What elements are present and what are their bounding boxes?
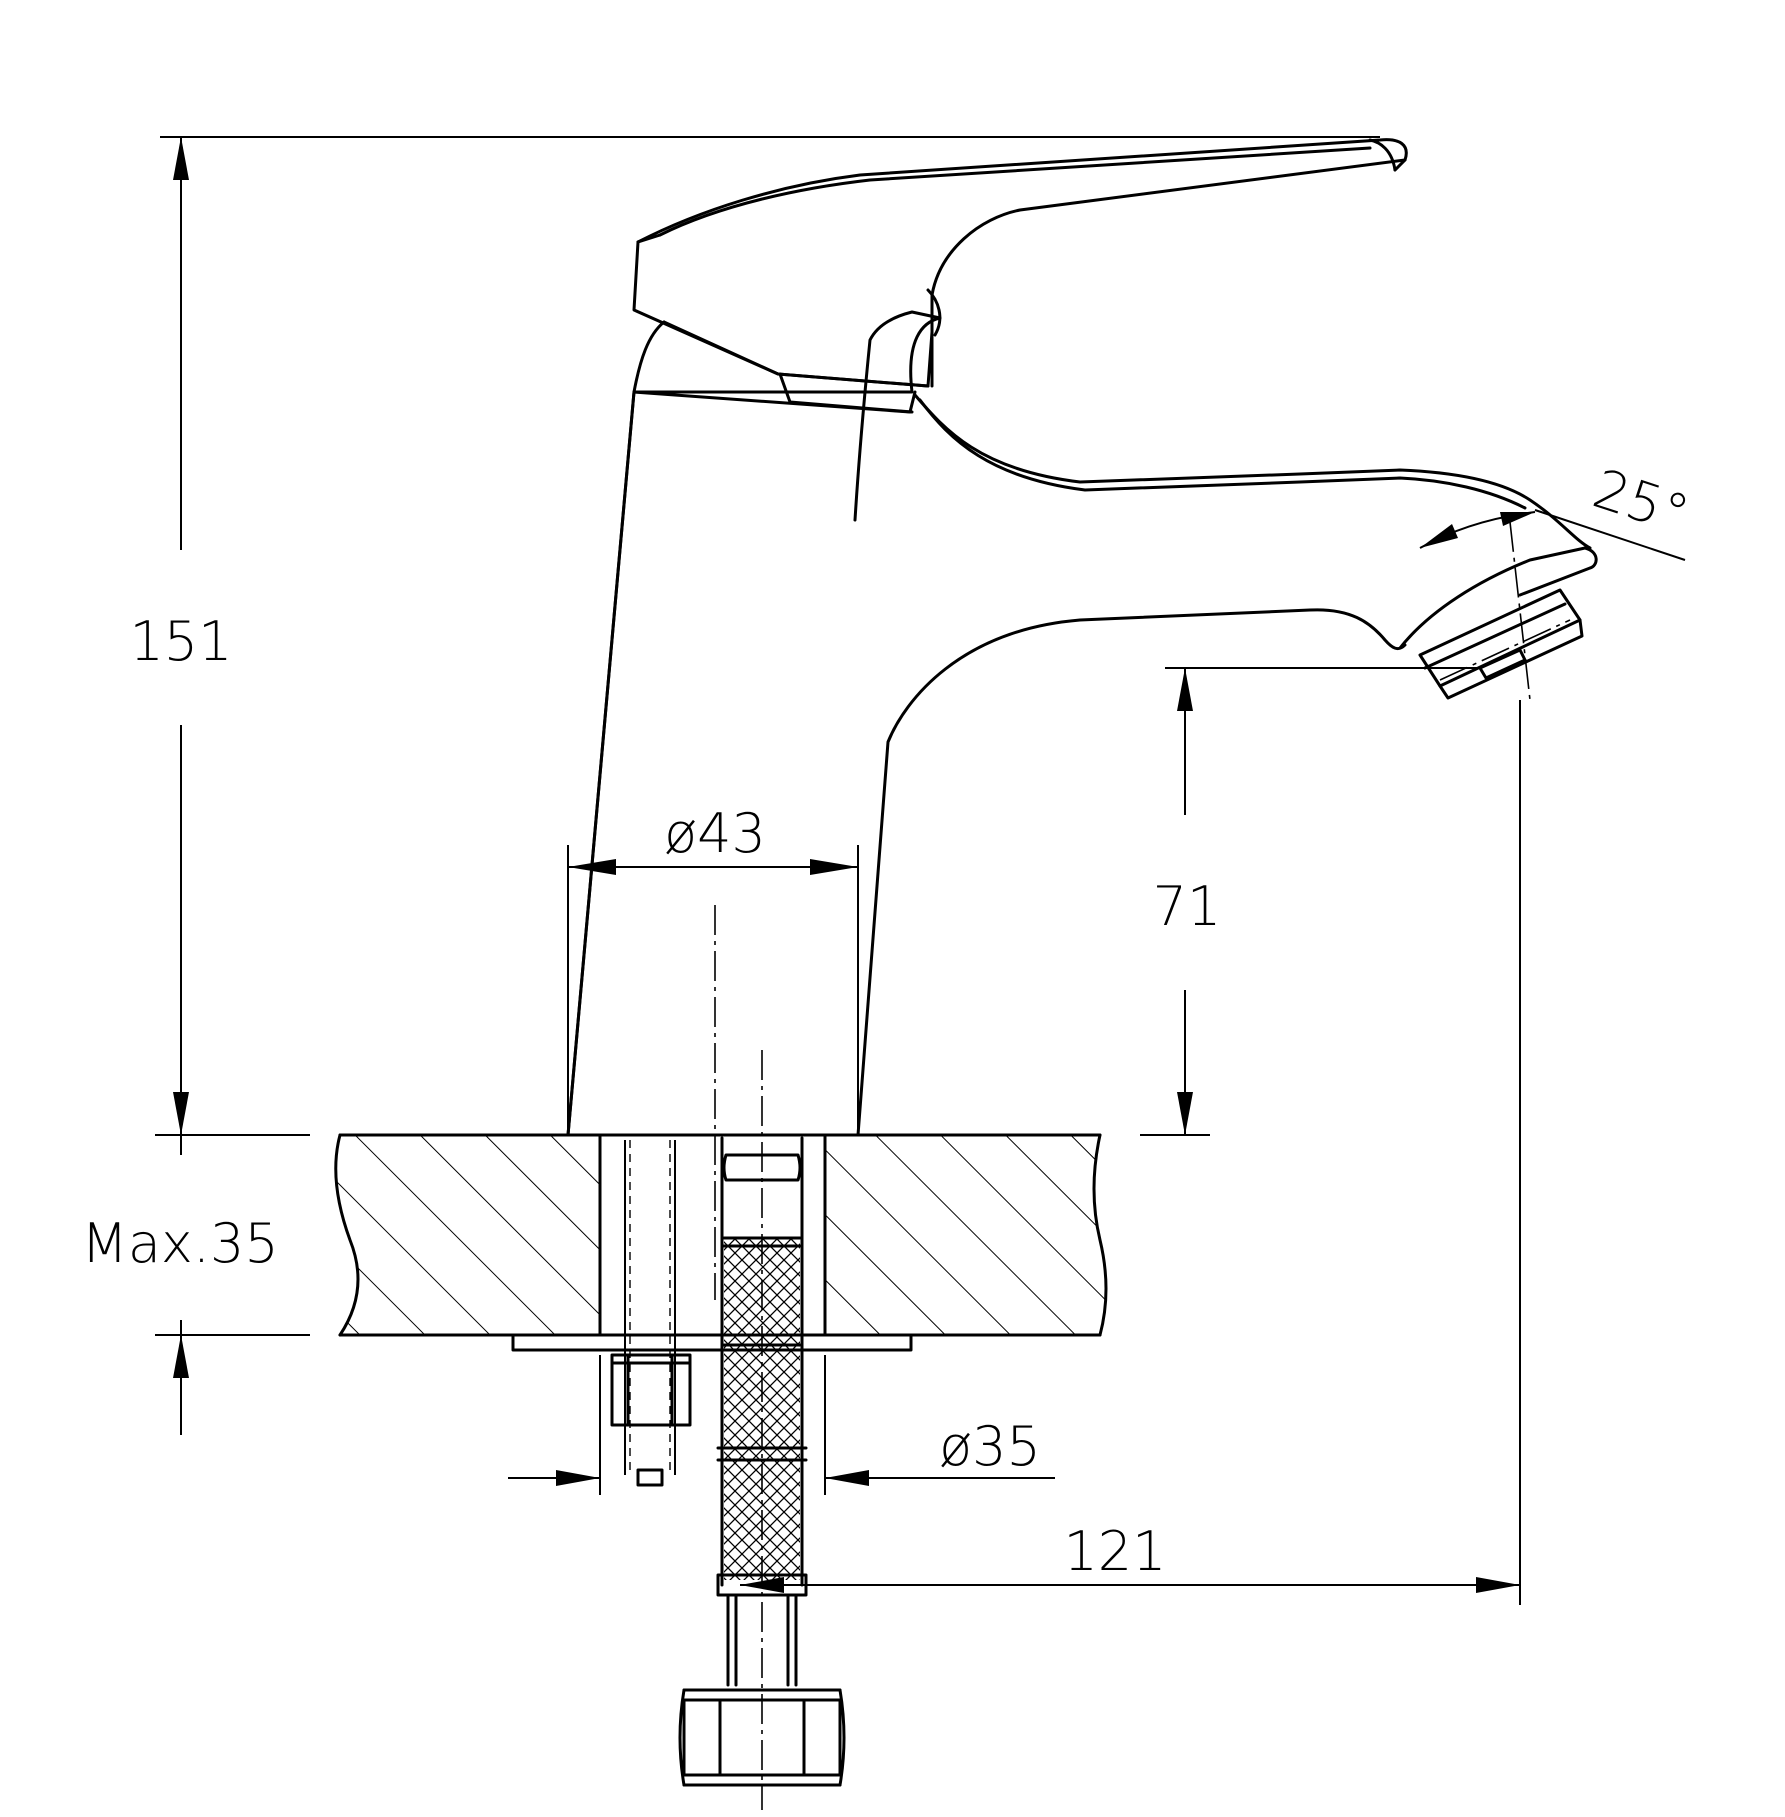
dim-151-label: 151 bbox=[129, 610, 232, 673]
dimension-body-diameter: ø43 bbox=[567, 802, 859, 1130]
mounting-washer bbox=[511, 1333, 913, 1352]
supply-hose bbox=[678, 1050, 846, 1810]
dim-121-label: 121 bbox=[1063, 1520, 1166, 1583]
dimension-total-height: 151 bbox=[129, 136, 1380, 1155]
faucet-handle bbox=[632, 138, 1408, 388]
dimension-spout-angle: 25° bbox=[1419, 457, 1696, 561]
mounting-stud bbox=[610, 1140, 692, 1487]
countertop-left-hatch bbox=[335, 1135, 600, 1335]
dim-d43-label: ø43 bbox=[664, 802, 766, 865]
aerator bbox=[1398, 521, 1598, 701]
dimension-reach: 121 bbox=[740, 700, 1521, 1605]
dimension-hole-diameter: ø35 bbox=[508, 1355, 1055, 1495]
dim-71-label: 71 bbox=[1153, 875, 1222, 938]
countertop bbox=[334, 1133, 1108, 1352]
dim-d35-label: ø35 bbox=[939, 1415, 1041, 1478]
countertop-right-hatch bbox=[825, 1135, 1106, 1335]
dimension-spout-height: 71 bbox=[1140, 667, 1480, 1136]
hose-nut bbox=[682, 1698, 842, 1777]
dimension-countertop: Max.35 bbox=[81, 1212, 310, 1435]
faucet-body bbox=[566, 310, 1592, 1137]
dim-max35-label: Max.35 bbox=[81, 1212, 279, 1275]
